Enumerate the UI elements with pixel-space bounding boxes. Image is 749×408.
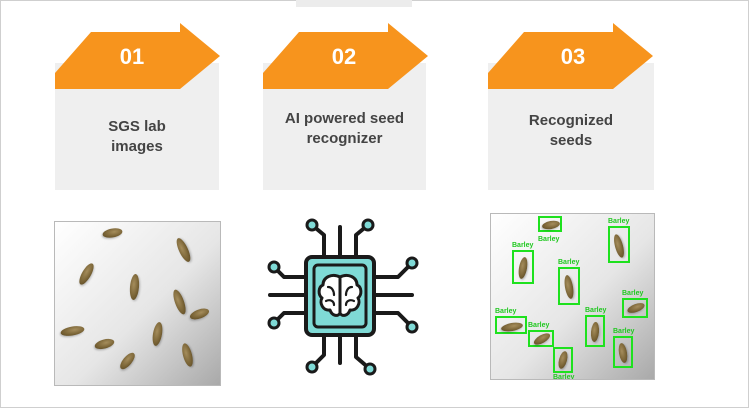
- seed: [128, 273, 141, 301]
- seed: [590, 321, 600, 343]
- detection-label: Barley: [528, 322, 550, 329]
- seed: [180, 342, 195, 368]
- seed: [150, 321, 165, 347]
- step-number-3: 03: [560, 44, 586, 69]
- detection-label: Barley: [495, 308, 517, 315]
- detection-label: Barley: [622, 290, 644, 297]
- detection-label: Barley: [608, 218, 630, 225]
- step-arrow-1: [55, 23, 220, 89]
- detection-label: Barley: [512, 242, 534, 249]
- seed: [59, 324, 86, 338]
- seed-photo: [54, 221, 221, 386]
- detection-box: Barley: [538, 216, 562, 243]
- ai-chip-brain-icon: [267, 218, 419, 376]
- seed: [532, 331, 552, 347]
- detection-label: Barley: [585, 307, 607, 314]
- seed: [612, 233, 626, 259]
- seed: [617, 342, 629, 364]
- seed: [173, 236, 194, 264]
- detection-box: Barley: [495, 308, 527, 334]
- step-number-2: 02: [331, 44, 357, 69]
- seed: [626, 301, 646, 315]
- detection-box: Barley: [608, 218, 630, 263]
- detection-box: Barley: [613, 328, 634, 368]
- detection-label: Barley: [558, 259, 580, 266]
- detection-label: Barley: [553, 374, 575, 380]
- seed: [556, 350, 570, 370]
- detection-box: Barley: [585, 307, 606, 347]
- detection-box: Barley: [512, 242, 534, 284]
- recognized-seeds-photo: Barley Barley Barley Barley Barley Barle…: [490, 213, 655, 380]
- seed: [170, 288, 189, 316]
- step-arrow-2: [263, 23, 428, 89]
- top-tab: [296, 0, 412, 7]
- seed: [517, 256, 529, 280]
- seed: [101, 226, 124, 240]
- detection-label: Barley: [538, 236, 560, 243]
- step-number-1: 01: [119, 44, 145, 69]
- seed: [188, 306, 211, 322]
- detection-box: Barley: [558, 259, 580, 305]
- detection-box: Barley: [553, 347, 574, 379]
- seed: [541, 219, 561, 231]
- seed: [93, 337, 116, 351]
- step-label-3: Recognized seeds: [528, 111, 614, 149]
- step-arrow-3: [488, 23, 653, 89]
- seed: [500, 321, 524, 333]
- seed: [76, 261, 97, 287]
- detection-label: Barley: [613, 328, 635, 335]
- seed: [117, 350, 138, 372]
- step-label-1: SGS lab images: [108, 117, 166, 155]
- detection-box: Barley: [528, 322, 554, 347]
- seed: [562, 274, 576, 300]
- step-label-2: AI powered seed recognizer: [284, 109, 405, 147]
- detection-box: Barley: [622, 290, 648, 318]
